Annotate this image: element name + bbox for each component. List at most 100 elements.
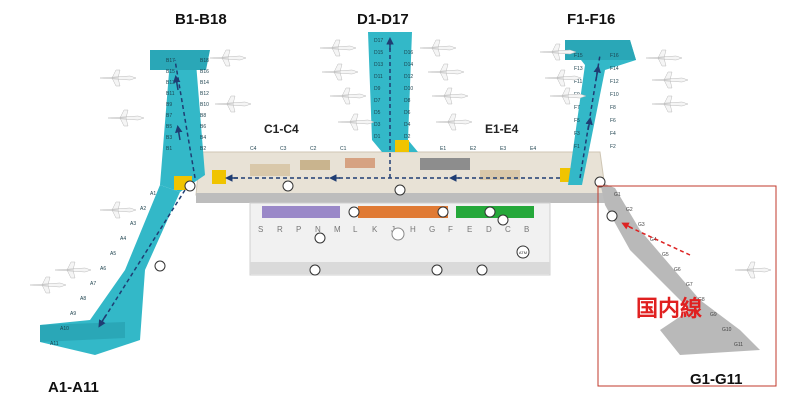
escalator-icon — [282, 180, 294, 192]
gate-label: E2 — [470, 146, 476, 152]
gate-label: B6 — [200, 124, 206, 130]
checkin-counter-label: M — [334, 225, 341, 234]
gate-label: F11 — [574, 79, 582, 85]
pier-d-label: D1-D17 — [357, 11, 409, 28]
gate-label: D6 — [404, 110, 411, 116]
zone-e-label: E1-E4 — [485, 122, 519, 136]
gate-label: G6 — [674, 267, 681, 273]
gate-label: F3 — [574, 131, 580, 137]
gate-label: F6 — [610, 118, 616, 124]
aircraft-icon — [549, 87, 587, 105]
gate-label: B15 — [166, 69, 175, 75]
checkin-counter-label: D — [486, 225, 492, 234]
aircraft-icon — [329, 87, 367, 105]
gate-label: D14 — [404, 62, 413, 68]
checkin-counter-label: E — [467, 225, 472, 234]
gate-label: A8 — [80, 296, 86, 302]
aircraft-icon — [419, 39, 457, 57]
currency-exchange-icon — [391, 227, 405, 241]
gate-label: D8 — [404, 98, 411, 104]
domestic-label: 国内線 — [636, 296, 702, 322]
escalator-icon — [594, 176, 606, 188]
checkin-counter-label: S — [258, 225, 263, 234]
checkin-counter-label: R — [277, 225, 283, 234]
gate-label: B2 — [200, 146, 206, 152]
pier-d — [368, 32, 418, 152]
pier-g-label: G1-G11 — [690, 371, 743, 388]
aircraft-icon — [209, 49, 247, 67]
gate-label: A2 — [140, 206, 146, 212]
gate-label: A5 — [110, 251, 116, 257]
aircraft-icon — [99, 69, 137, 87]
gate-label: A10 — [60, 326, 69, 332]
pier-b-label: B1-B18 — [175, 11, 227, 28]
aircraft-icon — [734, 261, 772, 279]
route-arrows — [98, 37, 691, 328]
gate-label: D15 — [374, 50, 383, 56]
information-icon — [394, 184, 406, 196]
pier-a-label: A1-A11 — [48, 379, 99, 396]
aircraft-icon — [544, 69, 582, 87]
gate-label: A7 — [90, 281, 96, 287]
aircraft-icon — [645, 49, 683, 67]
gate-label: B16 — [200, 69, 209, 75]
gate-label: F7 — [574, 105, 580, 111]
gate-label: B8 — [200, 113, 206, 119]
information-icon — [314, 232, 326, 244]
checkin-counter-label: L — [353, 225, 358, 234]
restroom-icon — [497, 214, 509, 226]
information-icon — [484, 206, 496, 218]
zone-c-label: C1-C4 — [264, 122, 299, 136]
gate-label: G2 — [626, 207, 633, 213]
baggage-icon — [309, 264, 321, 276]
gate-label: D3 — [374, 122, 381, 128]
gate-label: A3 — [130, 221, 136, 227]
checkin-counter-label: B — [524, 225, 529, 234]
gate-label: C4 — [250, 146, 257, 152]
gate-label: F8 — [610, 105, 616, 111]
gate-label: G3 — [638, 222, 645, 228]
gate-label: B10 — [200, 102, 209, 108]
checkin-counter-label: P — [296, 225, 301, 234]
gate-label: B4 — [200, 135, 206, 141]
gate-label: F1 — [574, 144, 580, 150]
gate-label: D9 — [374, 86, 381, 92]
gate-label: D2 — [404, 134, 411, 140]
gate-label: B17 — [166, 58, 175, 64]
aircraft-icon — [431, 87, 469, 105]
aircraft-icon — [29, 276, 67, 294]
gate-label: E1 — [440, 146, 446, 152]
lounge-icon — [348, 206, 360, 218]
domestic-area-highlight — [597, 185, 777, 387]
gate-label: B13 — [166, 80, 175, 86]
gate-label: B12 — [200, 91, 209, 97]
gate-label: D11 — [374, 74, 383, 80]
gate-label: F2 — [610, 144, 616, 150]
checkin-counter-label: J — [391, 225, 395, 234]
gate-label: A11 — [50, 341, 59, 347]
gate-label: B3 — [166, 135, 172, 141]
aircraft-icon — [539, 43, 577, 61]
gate-label: E4 — [530, 146, 536, 152]
pier-f — [565, 40, 636, 185]
gate-label: G8 — [698, 297, 705, 303]
gate-label: B14 — [200, 80, 209, 86]
gate-label: C2 — [310, 146, 317, 152]
aircraft-icon — [651, 71, 689, 89]
aircraft-icon — [214, 95, 252, 113]
checkin-counter-label: C — [505, 225, 511, 234]
aircraft-icon — [107, 109, 145, 127]
checkin-counter-label: N — [315, 225, 321, 234]
gate-label: D1 — [374, 134, 381, 140]
gate-label: F13 — [574, 66, 583, 72]
baggage-icon — [476, 264, 488, 276]
gate-label: G7 — [686, 282, 693, 288]
aircraft-silhouettes — [29, 39, 772, 294]
checkin-counter-label: H — [410, 225, 416, 234]
facility-icons: ATM — [154, 176, 618, 276]
pier-f-gate-labels: F1F2F3F4F5F6F7F8F9F10F11F12F13F14F15F16E… — [440, 53, 619, 152]
checkin-counter-label: G — [429, 225, 435, 234]
